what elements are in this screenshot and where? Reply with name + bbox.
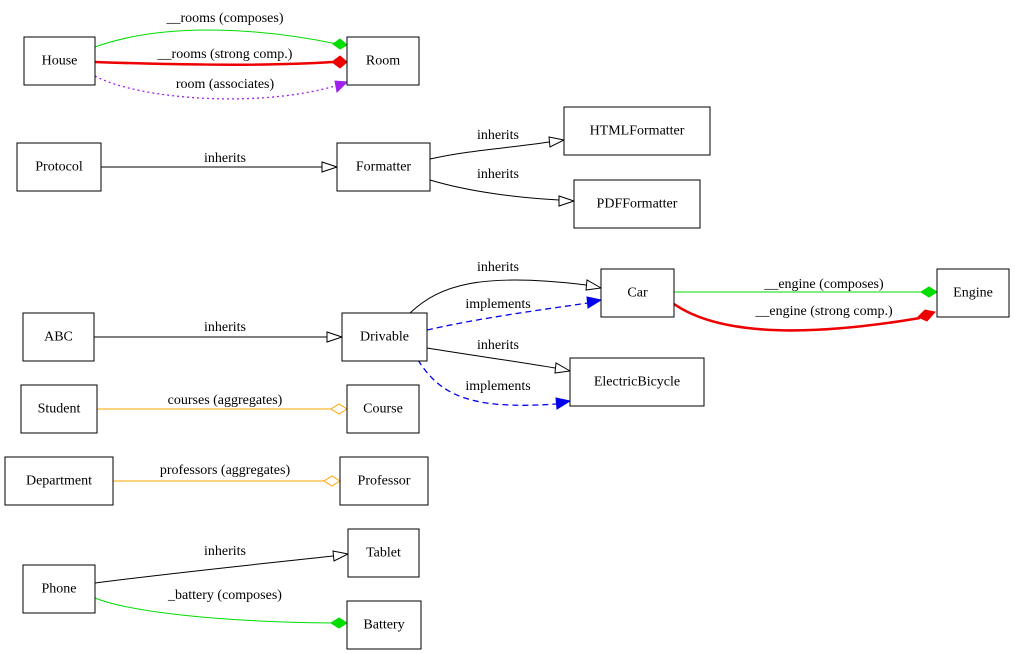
class-name: House: [42, 54, 78, 69]
class-name: Student: [38, 402, 81, 417]
edge-formatter-pdfformatter: inherits: [429, 167, 576, 207]
class-node-professor: Professor: [339, 456, 429, 506]
class-name: Engine: [953, 286, 993, 301]
edge-phone-battery: _battery (composes): [94, 588, 348, 629]
class-node-htmlformatter: HTMLFormatter: [563, 106, 711, 156]
class-node-phone: Phone: [22, 564, 96, 614]
edge-label: inherits: [204, 151, 246, 166]
edge-label: room (associates): [176, 77, 275, 92]
class-node-student: Student: [20, 384, 98, 434]
class-node-battery: Battery: [346, 600, 422, 650]
class-name: Course: [363, 402, 403, 417]
class-node-formatter: Formatter: [336, 142, 431, 192]
edge-label: inherits: [477, 167, 519, 182]
edge-house-room-strong-comp: __rooms (strong comp.): [94, 47, 348, 69]
edge-drivable-ebike-implements: implements: [417, 359, 572, 410]
class-node-house: House: [23, 36, 96, 86]
edge-label: courses (aggregates): [168, 393, 283, 408]
edge-formatter-htmlformatter: inherits: [429, 128, 566, 160]
class-name: Department: [26, 474, 92, 489]
class-name: Formatter: [356, 160, 412, 175]
edge-label: inherits: [477, 338, 519, 353]
class-node-tablet: Tablet: [347, 528, 420, 578]
edge-drivable-car-inherits: inherits: [409, 260, 603, 314]
class-name: ElectricBicycle: [594, 375, 680, 390]
class-name: Battery: [363, 618, 404, 633]
class-node-drivable: Drivable: [341, 312, 428, 362]
class-name: Protocol: [35, 160, 83, 175]
edge-department-professor: professors (aggregates): [113, 463, 341, 487]
edge-abc-drivable: inherits: [94, 320, 344, 343]
class-node-abc: ABC: [22, 312, 95, 362]
class-node-electricbicycle: ElectricBicycle: [569, 357, 705, 407]
class-name: ABC: [44, 330, 73, 345]
class-name: Car: [627, 286, 648, 301]
edge-phone-tablet: inherits: [94, 544, 350, 584]
edge-label: __rooms (composes): [165, 11, 283, 26]
edge-label: __rooms (strong comp.): [157, 47, 293, 62]
edge-label: inherits: [477, 260, 519, 275]
edge-label: inherits: [204, 320, 246, 335]
class-node-pdfformatter: PDFFormatter: [573, 179, 701, 229]
class-node-room: Room: [346, 36, 420, 86]
edge-house-room-composes: __rooms (composes): [94, 11, 348, 50]
edge-label: __engine (composes): [763, 277, 884, 292]
edge-label: _battery (composes): [167, 588, 282, 603]
class-name: HTMLFormatter: [590, 124, 685, 139]
class-name: Room: [366, 54, 400, 69]
edge-label: inherits: [204, 544, 246, 559]
edge-drivable-car-implements: implements: [426, 296, 603, 331]
class-node-protocol: Protocol: [16, 142, 102, 192]
class-name: Professor: [358, 474, 411, 489]
edge-student-course: courses (aggregates): [97, 393, 348, 415]
class-name: Drivable: [360, 330, 409, 345]
edge-label: professors (aggregates): [160, 463, 291, 478]
class-node-engine: Engine: [936, 268, 1010, 318]
class-name: Phone: [42, 582, 77, 597]
edge-label: inherits: [477, 128, 519, 143]
class-name: Tablet: [366, 546, 401, 561]
edge-car-engine-composes: __engine (composes): [674, 277, 938, 298]
edge-label: __engine (strong comp.): [754, 304, 893, 319]
edge-house-room-associates: room (associates): [94, 75, 349, 100]
class-node-car: Car: [600, 268, 675, 318]
edge-protocol-formatter: inherits: [101, 151, 339, 173]
edge-car-engine-strong-comp: __engine (strong comp.): [673, 302, 936, 332]
class-name: PDFFormatter: [597, 197, 678, 212]
edge-label: implements: [465, 379, 530, 394]
edge-drivable-ebike-inherits: inherits: [426, 338, 572, 374]
class-node-department: Department: [4, 456, 114, 506]
class-node-course: Course: [346, 384, 420, 434]
edge-label: implements: [465, 297, 530, 312]
